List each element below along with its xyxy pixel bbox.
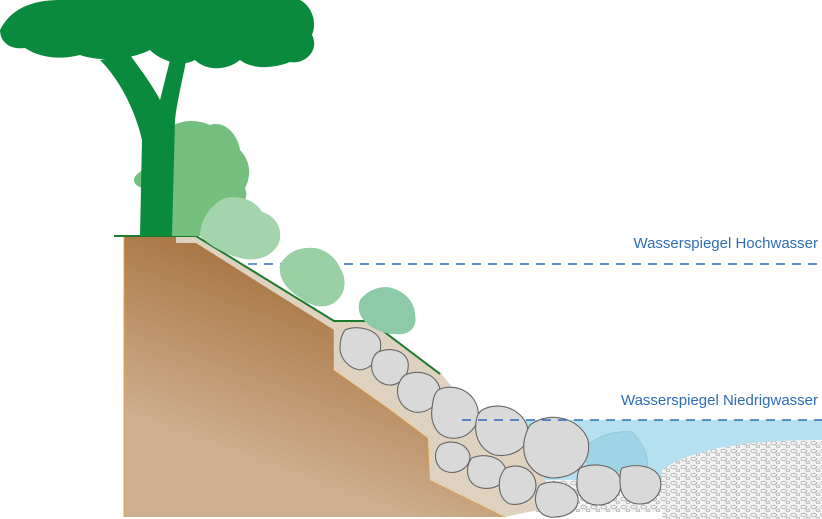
stone: [466, 455, 507, 489]
stone: [339, 327, 382, 371]
stone: [396, 371, 441, 413]
tree-canopy: [0, 0, 315, 69]
high-water-label: Wasserspiegel Hochwasser: [633, 235, 818, 252]
stone: [475, 405, 529, 457]
riprap-stones: [339, 327, 662, 518]
shrub-mid: [279, 247, 345, 307]
stone: [523, 416, 590, 479]
stone: [498, 465, 537, 505]
tree-trunk: [100, 40, 190, 236]
stone: [619, 465, 662, 505]
shrub-teal: [358, 287, 416, 335]
shrub-light: [200, 197, 281, 260]
stone: [371, 349, 409, 386]
stone: [434, 441, 471, 473]
stone: [534, 481, 579, 518]
low-water-label: Wasserspiegel Niedrigwasser: [620, 392, 818, 409]
stone: [431, 386, 479, 439]
large-tree: [0, 0, 315, 236]
stone: [576, 464, 622, 506]
